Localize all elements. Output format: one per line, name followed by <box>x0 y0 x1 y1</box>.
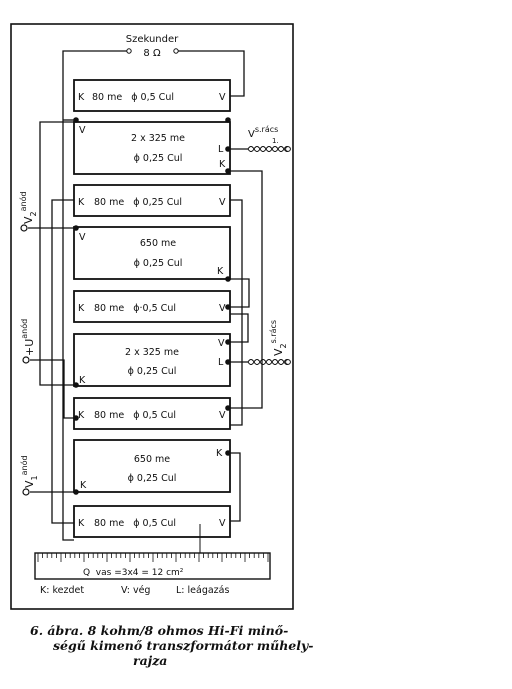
w2-line1: 2 x 325 me <box>131 133 185 144</box>
w6-line1: 2 x 325 me <box>125 347 179 358</box>
w8-line1: 650 me <box>134 454 170 465</box>
caption-line-2: ségű kimenő transzformátor műhely- <box>53 638 314 653</box>
w2-top-left-label: V <box>79 125 86 136</box>
w4-line1: 650 me <box>140 238 176 249</box>
legend-l: L: leágazás <box>176 585 229 596</box>
w8-bottom-left-label: K <box>80 480 87 491</box>
w7-spec: 80 me ϕ 0,5 Cul <box>94 410 176 421</box>
w7-right-label: V <box>219 410 226 421</box>
w5-spec: 80 me ϕ·0,5 Cul <box>94 303 176 314</box>
w5-right-label: V <box>219 303 226 314</box>
winding-7-box <box>73 397 231 430</box>
w8-tr1-label: K <box>216 448 223 459</box>
w3-spec: 80 me ϕ 0,25 Cul <box>94 197 182 208</box>
plus-u-anod-label: +Uanód <box>19 319 36 356</box>
legend-v: V: vég <box>121 585 150 596</box>
w7-left-label: K <box>78 410 85 421</box>
interconnect-wires <box>28 119 263 524</box>
header-impedance: 8 Ω <box>143 48 161 59</box>
speaker-leads <box>62 50 245 541</box>
w1-spec: 80 me ϕ 0,5 Cul <box>92 92 174 103</box>
speaker-terminal-left <box>126 48 132 54</box>
w9-spec: 80 me ϕ 0,5 Cul <box>94 518 176 529</box>
winding-1-box <box>73 79 231 112</box>
w5-left-label: K <box>78 303 85 314</box>
winding-2-box <box>73 121 231 175</box>
w6-bottom-left-label: K <box>79 375 86 386</box>
w2-tr2-label: K <box>219 159 226 170</box>
w6-tr1-label: V <box>218 338 225 349</box>
w4-top-left-label: V <box>79 232 86 243</box>
speaker-terminal-right <box>173 48 179 54</box>
w3-right-label: V <box>219 197 226 208</box>
caption-line-3: rajza <box>133 653 168 668</box>
w6-line2: ϕ 0,25 Cul <box>128 366 177 377</box>
screen-grid-2-twisted-lead <box>247 359 291 365</box>
winding-8-box <box>73 439 231 493</box>
w2-tr1-label: L <box>218 144 224 155</box>
w8-line2: ϕ 0,25 Cul <box>128 473 177 484</box>
winding-3-box <box>73 184 231 217</box>
w2-line2: ϕ 0,25 Cul <box>134 153 183 164</box>
header-title: Szekunder <box>126 34 179 45</box>
v-s-racs-2-label: V2s.rács <box>269 320 288 356</box>
screen-grid-1-twisted-lead <box>247 146 291 152</box>
winding-6-box <box>73 333 231 387</box>
w1-right-label: V <box>219 92 226 103</box>
w9-left-label: K <box>78 518 85 529</box>
core-label: Q vas =3x4 = 12 cm² <box>83 568 184 578</box>
core-scale-ticks <box>37 553 269 562</box>
diagram-frame <box>10 23 294 610</box>
w1-left-label: K <box>78 92 85 103</box>
v2-anod-label: V2anód <box>18 191 38 224</box>
winding-5-box <box>73 290 231 323</box>
v1-anod-label: V1anód <box>19 455 39 488</box>
w9-right-label: V <box>219 518 226 529</box>
w4-bottom-right-label: K <box>217 266 224 277</box>
w4-line2: ϕ 0,25 Cul <box>134 258 183 269</box>
winding-9-box <box>73 505 231 538</box>
caption-line-1: 6. ábra. 8 kohm/8 ohmos Hi-Fi minő- <box>30 623 289 638</box>
junction-dots <box>73 117 231 495</box>
plus-u-anod-terminal <box>22 356 30 364</box>
legend-k: K: kezdet <box>40 585 84 596</box>
winding-boxes <box>73 79 231 538</box>
v1-anod-terminal <box>22 488 30 496</box>
w3-left-label: K <box>78 197 85 208</box>
screen-grid-2-terminal <box>285 359 291 365</box>
winding-4-box <box>73 226 231 280</box>
w6-tr2-label: L <box>218 357 224 368</box>
screen-grid-1-terminal <box>285 146 291 152</box>
v2-anod-terminal <box>20 224 28 232</box>
